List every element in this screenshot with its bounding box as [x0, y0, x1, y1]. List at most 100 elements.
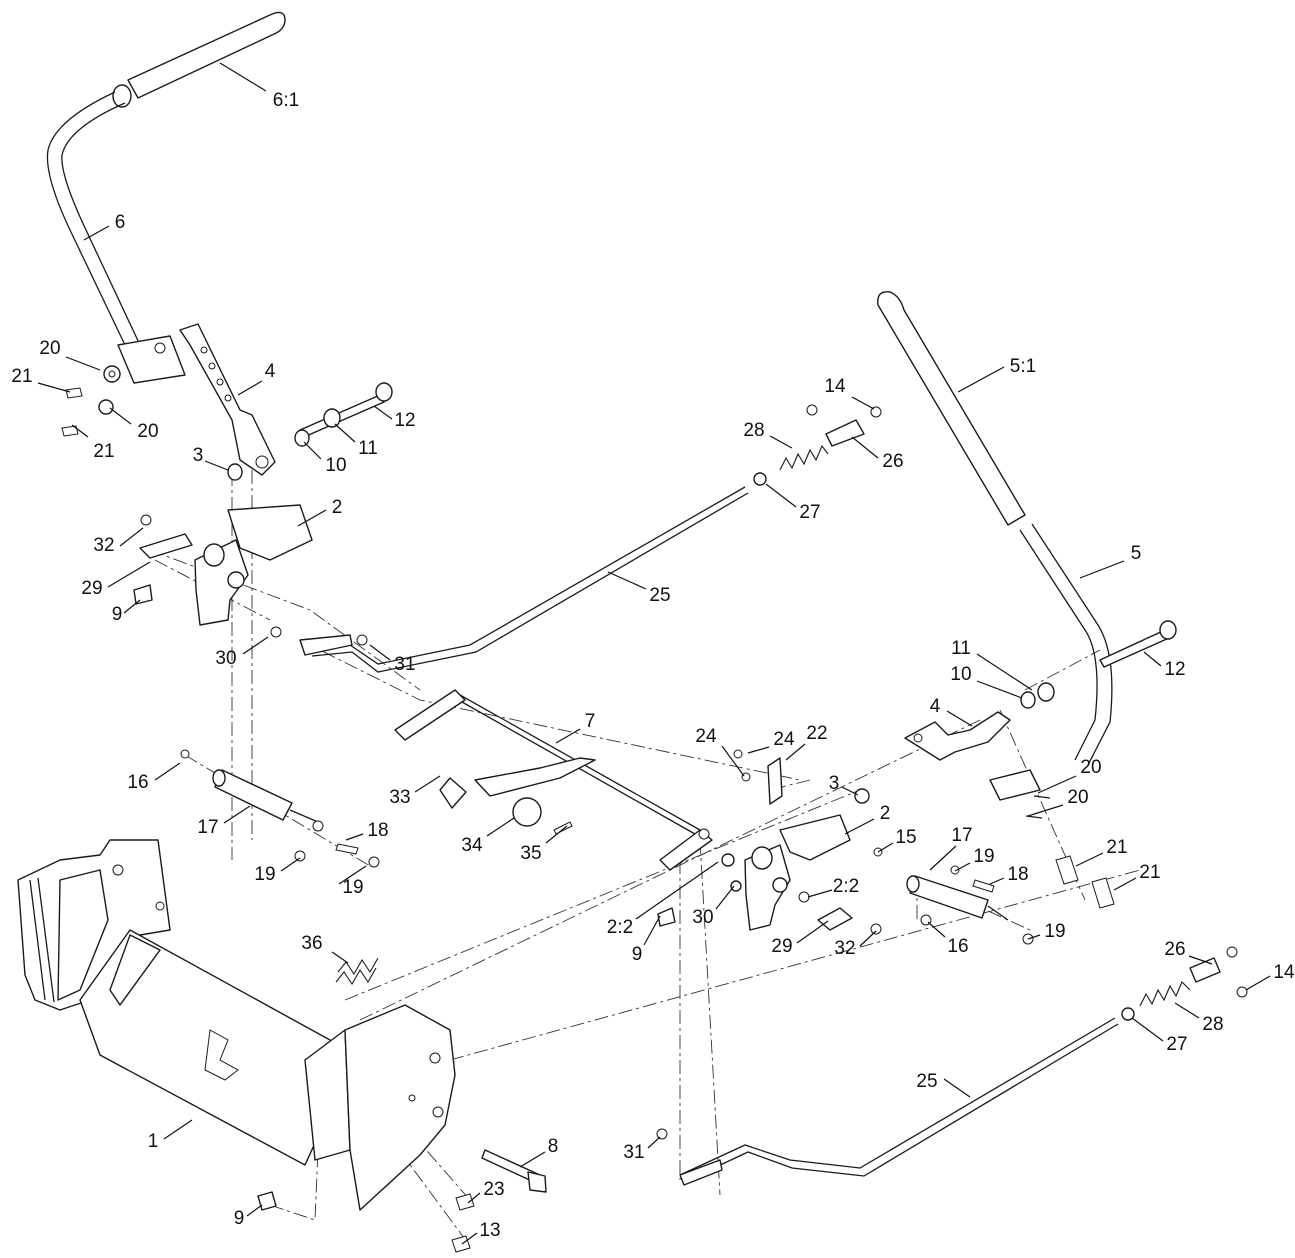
callout-leader-c-21-c: [1075, 852, 1104, 867]
callout-label-c-19-d: 19: [342, 877, 363, 898]
left-bracket-assembly: [133, 504, 313, 626]
callout-leader-c-6: [83, 225, 110, 241]
callout-leader-c-4-b: [946, 710, 973, 727]
callout-label-c-21-a: 21: [11, 366, 32, 387]
callout-leader-c-27-a: [765, 483, 797, 508]
callout-label-c-5-1: 5:1: [1010, 356, 1036, 377]
callout-label-c-8: 8: [548, 1136, 559, 1157]
callout-leader-c-19-d: [338, 865, 367, 885]
callout-label-c-6: 6: [115, 212, 126, 233]
callout-label-c-32-b: 32: [834, 938, 855, 959]
callout-leader-c-2-a: [297, 509, 327, 527]
callout-label-c-30-a: 30: [215, 648, 236, 669]
callout-leader-c-5-1: [957, 366, 1005, 393]
callout-leader-c-25-b: [943, 1078, 971, 1098]
callout-leader-c-34: [486, 817, 515, 837]
callout-leader-c-21-b: [71, 424, 89, 438]
callout-leader-c-27-b: [1131, 1017, 1164, 1042]
callout-leader-c-17-b: [223, 805, 251, 824]
upper-control-rod: [270, 404, 882, 673]
callout-leader-c-21-a: [37, 382, 71, 393]
callout-leader-c-32-b: [859, 930, 877, 947]
callout-leader-c-20-b: [109, 407, 132, 425]
callout-leader-c-11-a: [334, 423, 356, 443]
callout-leader-c-11-b: [976, 653, 1033, 691]
left-handle-assembly: [46, 11, 286, 384]
callout-leader-c-9-c: [246, 1204, 263, 1217]
callout-label-c-14-a: 14: [824, 376, 846, 397]
callout-leader-c-12-a: [373, 405, 393, 420]
callout-leader-c-24-b: [721, 745, 745, 777]
callout-leader-c-36: [331, 951, 349, 964]
callout-label-c-12-a: 12: [394, 410, 415, 431]
callout-leader-c-19-b: [1027, 934, 1041, 940]
left-lever-arm: [179, 323, 276, 481]
spring-36: [335, 957, 379, 986]
callout-label-c-10-b: 10: [950, 664, 971, 685]
callout-leader-c-31-b: [647, 1136, 661, 1149]
callout-label-c-13: 13: [479, 1220, 500, 1241]
callout-label-c-26-b: 26: [1164, 939, 1185, 960]
callout-label-c-19-b: 19: [1044, 921, 1065, 942]
callout-leader-c-4-a: [237, 380, 263, 396]
callout-leader-c-35: [545, 825, 568, 844]
lower-control-rod: [656, 946, 1248, 1186]
callout-leader-c-33: [414, 775, 441, 793]
callout-label-c-25-b: 25: [916, 1071, 937, 1092]
right-handle-assembly: [877, 291, 1113, 801]
callout-leader-c-10-a: [303, 441, 322, 460]
callout-leader-c-24-a: [747, 746, 770, 754]
callout-label-c-19-a: 19: [973, 846, 994, 867]
callout-leader-c-19-c: [280, 857, 301, 872]
callout-leader-c-28-b: [1174, 1002, 1200, 1019]
callout-label-c-12-b: 12: [1164, 659, 1185, 680]
callout-label-c-15: 15: [895, 827, 916, 848]
callout-leader-c-25-a: [607, 571, 647, 590]
callout-label-c-20-b: 20: [137, 421, 158, 442]
callout-label-c-16-b: 16: [127, 772, 148, 793]
callout-leader-c-18-a: [989, 877, 1005, 885]
callout-label-c-18-b: 18: [367, 820, 388, 841]
callout-leader-c-19-a: [954, 862, 971, 872]
callout-label-c-16-a: 16: [947, 936, 968, 957]
callout-leader-c-2-2-a: [635, 861, 719, 920]
callout-label-c-2-a: 2: [332, 497, 343, 518]
callout-leader-c-26-a: [851, 436, 879, 459]
callout-leader-c-9-a: [123, 599, 141, 614]
callout-label-c-3-a: 3: [193, 445, 204, 466]
callout-leader-c-29-b: [796, 920, 829, 944]
callout-leader-c-30-b: [715, 885, 735, 910]
callout-label-c-34: 34: [461, 835, 483, 856]
callout-leader-c-32-a: [119, 527, 144, 547]
callout-leader-c-5: [1079, 560, 1125, 579]
knob-cap-screw: [439, 777, 573, 835]
callout-leader-c-20-a: [65, 356, 101, 371]
callout-label-c-14-b: 14: [1273, 962, 1295, 983]
callout-leader-c-20-c: [1037, 775, 1077, 794]
callout-leader-c-3-a: [204, 460, 229, 471]
callout-label-c-25-a: 25: [649, 585, 670, 606]
callout-leader-c-12-b: [1143, 651, 1162, 667]
callout-leader-c-9-b: [643, 915, 661, 946]
callout-leader-c-16-a: [927, 921, 946, 938]
callout-leader-c-21-d: [1113, 877, 1137, 891]
right-handle-fasteners: [1025, 795, 1115, 909]
callout-label-c-9-c: 9: [234, 1208, 245, 1229]
callout-label-c-21-d: 21: [1139, 862, 1160, 883]
callout-leader-c-8: [519, 1151, 546, 1168]
callout-leader-c-2-b: [844, 818, 875, 835]
callout-leader-c-18-b: [345, 833, 364, 841]
callout-label-c-3-b: 3: [829, 773, 840, 794]
callout-leader-c-26-b: [1188, 955, 1213, 965]
callout-label-c-11-a: 11: [358, 438, 378, 459]
callout-leader-c-31-a: [369, 644, 391, 661]
callout-label-c-20-c: 20: [1080, 757, 1101, 778]
callout-label-c-27-b: 27: [1166, 1034, 1187, 1055]
callout-label-c-24-b: 24: [695, 726, 717, 747]
callout-label-c-6-1: 6:1: [273, 90, 299, 111]
callout-label-c-10-a: 10: [325, 455, 346, 476]
left-damper: [180, 749, 380, 868]
frame-fasteners: [257, 1149, 547, 1253]
callout-label-c-22: 22: [806, 723, 827, 744]
